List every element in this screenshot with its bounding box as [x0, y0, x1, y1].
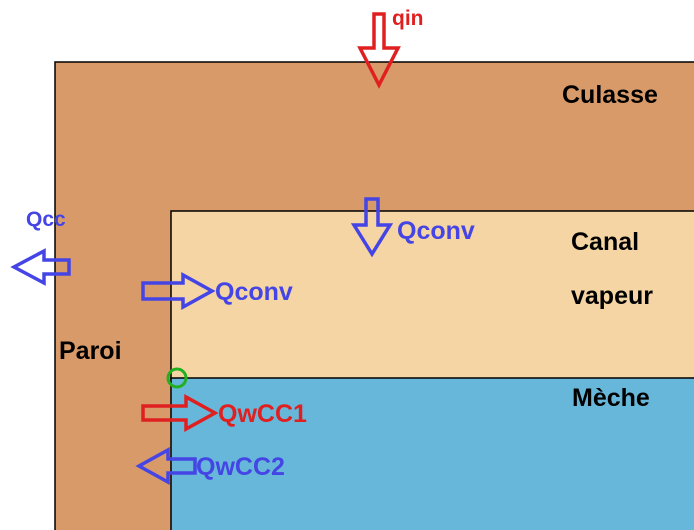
qconv-left-arrow-icon: [141, 272, 216, 310]
label-meche: Mèche: [572, 384, 650, 412]
label-paroi: Paroi: [59, 337, 122, 365]
label-qwcc1: QwCC1: [218, 400, 307, 428]
label-qin: qin: [392, 7, 424, 30]
qwcc1-arrow-icon: [141, 394, 219, 432]
label-culasse: Culasse: [562, 81, 658, 109]
label-qwcc2: QwCC2: [196, 453, 285, 481]
label-qconv-top: Qconv: [397, 217, 475, 245]
label-canal: Canal: [571, 228, 640, 256]
meche-region: [170, 377, 694, 530]
junction-marker-icon: [166, 367, 188, 389]
qconv-top-arrow-icon: [350, 197, 394, 258]
label-qconv-left: Qconv: [215, 278, 293, 306]
canal-vapeur-region: [170, 210, 694, 380]
label-qcc: Qcc: [26, 208, 66, 231]
qcc-arrow-icon: [10, 248, 71, 286]
qwcc2-arrow-icon: [135, 447, 197, 485]
qin-arrow-icon: [357, 12, 401, 89]
label-vapeur: vapeur: [571, 282, 653, 310]
